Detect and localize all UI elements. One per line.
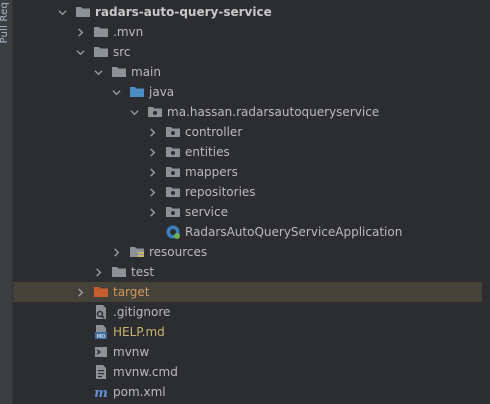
spring-class-icon: [165, 224, 181, 240]
tree-label-mvnw-cmd: mvnw.cmd: [113, 365, 178, 379]
chevron-down-icon[interactable]: [93, 62, 103, 82]
cmd-file-icon: [93, 364, 109, 380]
tree-label-resources: resources: [149, 245, 208, 259]
tree-row-pom-xml[interactable]: m pom.xml: [13, 382, 490, 402]
tree-row-java[interactable]: java: [13, 82, 490, 102]
package-icon: [165, 124, 181, 140]
tree-label-mvnw: mvnw: [113, 345, 150, 359]
chevron-right-icon[interactable]: [147, 162, 157, 182]
svg-text:MD: MD: [97, 334, 106, 340]
chevron-right-icon[interactable]: [93, 262, 103, 282]
chevron-down-icon[interactable]: [75, 42, 85, 62]
folder-icon: [111, 64, 127, 80]
chevron-right-icon[interactable]: [75, 22, 85, 42]
tree-label-package: ma.hassan.radarsautoqueryservice: [167, 105, 380, 119]
tree-row-service[interactable]: service: [13, 202, 490, 222]
pull-requests-side-tab[interactable]: Pull Req: [0, 0, 13, 404]
source-folder-icon: [129, 84, 145, 100]
tree-row-help-md[interactable]: MD HELP.md: [13, 322, 490, 342]
chevron-down-icon[interactable]: [111, 82, 121, 102]
tree-row-src[interactable]: src: [13, 42, 490, 62]
excluded-folder-icon: [93, 284, 109, 300]
side-tab-label: Pull Req: [0, 2, 10, 44]
gitignore-file-icon: [93, 304, 109, 320]
tree-label-controller: controller: [185, 125, 243, 139]
tree-label-mappers: mappers: [185, 165, 238, 179]
tree-row-mvn[interactable]: .mvn: [13, 22, 490, 42]
chevron-right-icon[interactable]: [147, 142, 157, 162]
package-icon: [165, 144, 181, 160]
chevron-right-icon[interactable]: [147, 122, 157, 142]
package-icon: [147, 104, 163, 120]
chevron-down-icon[interactable]: [57, 2, 67, 22]
resources-folder-icon: [129, 244, 145, 260]
tree-label-java: java: [149, 85, 175, 99]
folder-icon: [75, 4, 91, 20]
tree-label-root: radars-auto-query-service: [95, 5, 272, 19]
tree-label-target: target: [113, 285, 150, 299]
tree-row-mappers[interactable]: mappers: [13, 162, 490, 182]
tree-label-test: test: [131, 265, 155, 279]
tree-label-src: src: [113, 45, 131, 59]
tree-row-target[interactable]: target: [13, 282, 490, 302]
package-icon: [165, 184, 181, 200]
tree-label-main: main: [131, 65, 161, 79]
tree-label-help-md: HELP.md: [113, 325, 165, 339]
tree-label-pom-xml: pom.xml: [113, 385, 166, 399]
chevron-down-icon[interactable]: [129, 102, 139, 122]
vertical-scrollbar[interactable]: [482, 0, 490, 404]
tree-row-mvnw[interactable]: mvnw: [13, 342, 490, 362]
chevron-right-icon[interactable]: [111, 242, 121, 262]
tree-row-gitignore[interactable]: .gitignore: [13, 302, 490, 322]
folder-icon: [93, 24, 109, 40]
folder-icon: [93, 44, 109, 60]
package-icon: [165, 204, 181, 220]
tree-label-mvn: .mvn: [113, 25, 144, 39]
tree-label-app-class: RadarsAutoQueryServiceApplication: [185, 225, 403, 239]
tree-label-gitignore: .gitignore: [113, 305, 171, 319]
project-tree[interactable]: radars-auto-query-service .mvn src main …: [13, 0, 490, 404]
package-icon: [165, 164, 181, 180]
shell-script-icon: [93, 344, 109, 360]
chevron-right-icon[interactable]: [147, 202, 157, 222]
tree-label-service: service: [185, 205, 228, 219]
tree-row-mvnw-cmd[interactable]: mvnw.cmd: [13, 362, 490, 382]
folder-icon: [111, 264, 127, 280]
chevron-right-icon[interactable]: [75, 282, 85, 302]
svg-text:m: m: [94, 386, 108, 400]
tree-row-main[interactable]: main: [13, 62, 490, 82]
tree-row-test[interactable]: test: [13, 262, 490, 282]
chevron-right-icon[interactable]: [147, 182, 157, 202]
markdown-file-icon: MD: [93, 324, 109, 340]
maven-icon: m: [93, 384, 109, 400]
tree-row-resources[interactable]: resources: [13, 242, 490, 262]
tree-row-repositories[interactable]: repositories: [13, 182, 490, 202]
tree-row-entities[interactable]: entities: [13, 142, 490, 162]
tree-row-package[interactable]: ma.hassan.radarsautoqueryservice: [13, 102, 490, 122]
tree-label-entities: entities: [185, 145, 230, 159]
tree-row-root[interactable]: radars-auto-query-service: [13, 2, 490, 22]
tree-row-controller[interactable]: controller: [13, 122, 490, 142]
tree-row-app-class[interactable]: RadarsAutoQueryServiceApplication: [13, 222, 490, 242]
tree-label-repositories: repositories: [185, 185, 256, 199]
